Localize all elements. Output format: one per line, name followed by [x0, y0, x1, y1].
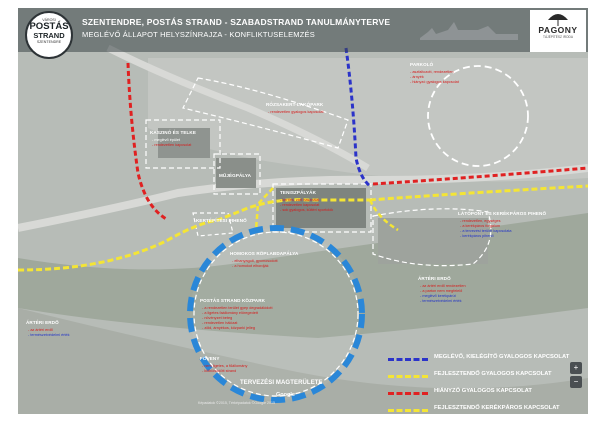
label-mujegpalya: MŰJÉGPÁLYA	[219, 173, 252, 178]
zone-outline-latopont	[372, 208, 492, 267]
logo-bottom-text: SZENTENDRE	[36, 40, 62, 44]
notes-kaszino: - meglévő épület- rendezetlen kapcsolat	[152, 138, 192, 147]
legend-item: FEJLESZTENDŐ KERÉKPÁROS KAPCSOLAT	[388, 401, 588, 414]
zoom-in-button[interactable]: +	[570, 362, 582, 374]
label-kaszino: KASZINÓ ÉS TELKE	[150, 130, 197, 135]
missing-pedestrian-link-west	[126, 62, 169, 222]
legend-label: HIÁNYZÓ GYALOGOS KAPCSOLAT	[434, 388, 532, 394]
label-latopont: LÁTÓPONT ÉS KERÉKPÁROS PIHENŐ	[458, 211, 547, 216]
map-attribution: Képadatok ©2015, Térképadatok ©Google 20…	[198, 401, 275, 405]
building	[276, 188, 366, 228]
notes-latopont: - rendezetlen, egységes- a kerékpáros fo…	[460, 219, 512, 238]
river-area	[18, 308, 588, 414]
existing-pedestrian-link	[344, 47, 371, 188]
legend-item: HIÁNYZÓ GYALOGOS KAPCSOLAT	[388, 384, 588, 401]
upper-road	[106, 44, 370, 172]
label-teniszpalyak: TENISZPÁLYÁK	[280, 190, 316, 195]
label-homokos: HOMOKOS RÖPLABDAPÁLYA	[230, 251, 299, 256]
legend-label: MEGLÉVŐ, KIELÉGÍTŐ GYALOGOS KAPCSOLAT	[434, 354, 570, 360]
pagony-subtitle: TÁJÉPÍTÉSZ IRODA	[543, 35, 573, 39]
map-legend: MEGLÉVŐ, KIELÉGÍTŐ GYALOGOS KAPCSOLAT FE…	[388, 350, 588, 414]
notes-postas: - a rendezetlen terület gyep degradálódo…	[202, 306, 273, 330]
zone-outline-tenisz	[272, 183, 372, 233]
label-arteri-erdo-right: ÁRTÉRI ERDŐ	[418, 276, 451, 281]
zone-outline-mujeg	[213, 153, 261, 195]
logo-name-2: STRAND	[33, 31, 65, 40]
design-core-ring	[187, 225, 365, 403]
map-sheet: VÁROSI POSTÁS STRAND SZENTENDRE SZENTEND…	[18, 8, 588, 414]
zone-outline-kaszino	[145, 119, 221, 169]
zone-outline-parking	[427, 65, 529, 167]
page-title: SZENTENDRE, POSTÁS STRAND - SZABADSTRAND…	[82, 17, 391, 27]
label-tervezesi-magterulet: TERVEZÉSI MAGTERÜLETE	[240, 380, 323, 386]
site-map[interactable]	[18, 8, 588, 414]
urban-area	[148, 58, 588, 182]
legend-swatch	[388, 392, 428, 395]
notes-tenisz: - kerítés, zárt használat- rendezetlen k…	[280, 198, 334, 212]
legend-label: FEJLESZTENDŐ KERÉKPÁROS KAPCSOLAT	[434, 405, 560, 411]
pedestrian-link-east	[369, 184, 588, 202]
main-road	[18, 164, 588, 232]
legend-item: FEJLESZTENDŐ GYALOGOS KAPCSOLAT	[388, 367, 588, 384]
building	[378, 218, 488, 264]
legend-item: MEGLÉVŐ, KIELÉGÍTŐ GYALOGOS KAPCSOLAT	[388, 350, 588, 367]
legend-swatch	[388, 409, 428, 412]
notes-rozsakert: - rendezetlen gyalogos kapcsolat	[268, 110, 324, 114]
parasol-icon	[548, 14, 568, 26]
notes-parking: - aszfaltozott, rendezetlen- árnyék- hiá…	[410, 70, 459, 84]
notes-arteri-right: - az ártéri erdő rendezetlen- a parton n…	[420, 284, 466, 303]
pagony-logo: PAGONY TÁJÉPÍTÉSZ IRODA	[530, 10, 586, 52]
legend-swatch	[388, 358, 428, 361]
google-watermark: Google	[276, 392, 295, 398]
label-postas-park: POSTÁS STRAND KÖZPARK	[200, 298, 266, 303]
pagony-name: PAGONY	[538, 25, 578, 35]
notes-foveny: - nem ligetes, a fűállomány- kiöblösödöt…	[202, 364, 248, 373]
building	[158, 128, 210, 158]
logo-top-text: VÁROSI	[42, 18, 56, 22]
label-arteri-erdo-left: ÁRTÉRI ERDŐ	[26, 320, 59, 325]
notes-arteri-left: - az ártéri erdő- természetvédelmi érték	[28, 328, 70, 337]
logo-name-1: POSTÁS	[29, 21, 69, 32]
page-subtitle: MEGLÉVŐ ÁLLAPOT HELYSZÍNRAJZA - KONFLIKT…	[82, 30, 315, 39]
cycle-link-main	[18, 198, 370, 272]
zone-outline-rozsakert	[182, 77, 349, 149]
legend-swatch	[388, 375, 428, 378]
label-rozsakert: RÓZSAKERT-LAKÓPARK	[266, 102, 324, 107]
building	[216, 158, 256, 188]
notes-homokos: - elhanyagolt, gyomosodott- a homokot el…	[232, 259, 278, 268]
missing-pedestrian-link-east	[372, 166, 588, 186]
title-bar	[18, 8, 588, 52]
postas-strand-logo: VÁROSI POSTÁS STRAND SZENTENDRE	[25, 11, 73, 59]
zoom-out-button[interactable]: −	[570, 376, 582, 388]
design-core-inner	[193, 231, 359, 397]
pedestrian-link-south	[368, 199, 399, 232]
label-parking: PARKOLÓ	[410, 62, 434, 67]
label-kertepitesi: KERTÉPÍTÉSI PIHENŐ	[196, 218, 247, 223]
legend-label: FEJLESZTENDŐ GYALOGOS KAPCSOLAT	[434, 371, 552, 377]
label-foveny: FÖVENY	[200, 356, 220, 361]
zone-outline-kertepitesi	[192, 212, 234, 237]
